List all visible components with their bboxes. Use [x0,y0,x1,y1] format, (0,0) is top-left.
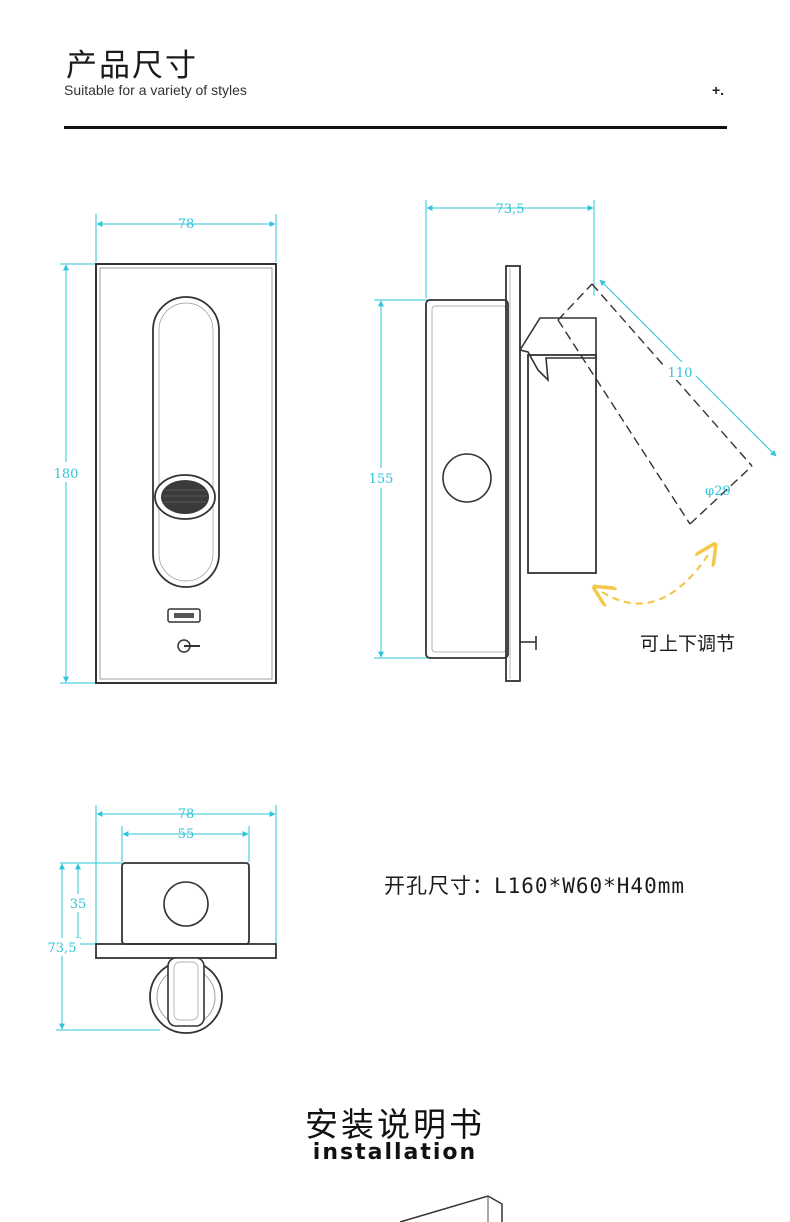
header-divider [64,126,727,129]
corner-mark: +. [712,82,725,98]
top-outer-width-label: 78 [178,807,195,822]
side-depth-label: 73,5 [496,202,525,217]
front-view: 78 180 [52,214,277,684]
installation-title: 安装说明书 [305,1105,485,1144]
diameter-label: φ29 [705,484,731,499]
front-width-label: 78 [178,217,195,232]
top-total-depth-label: 73,5 [48,941,77,956]
arm-length-label: 110 [668,366,693,381]
cutout-spec: 开孔尺寸：L160*W60*H40mm [384,874,686,898]
usb-port-icon [167,608,201,623]
installation-subtitle: installation [312,1140,478,1165]
top-box-depth-label: 35 [70,897,87,912]
page-subtitle: Suitable for a variety of styles [64,82,247,98]
side-height-label: 155 [369,472,394,487]
top-inner-width-label: 55 [178,827,195,842]
adjust-note: 可上下调节 [640,633,735,655]
page-title: 产品尺寸 [66,48,198,84]
front-height-label: 180 [54,467,79,482]
top-view: 78 55 35 73,5 [44,805,277,1034]
rotation-arrow-icon [602,552,710,604]
side-view: 73,5 155 110 φ29 可 [366,200,777,682]
installation-drawing [399,1195,503,1222]
